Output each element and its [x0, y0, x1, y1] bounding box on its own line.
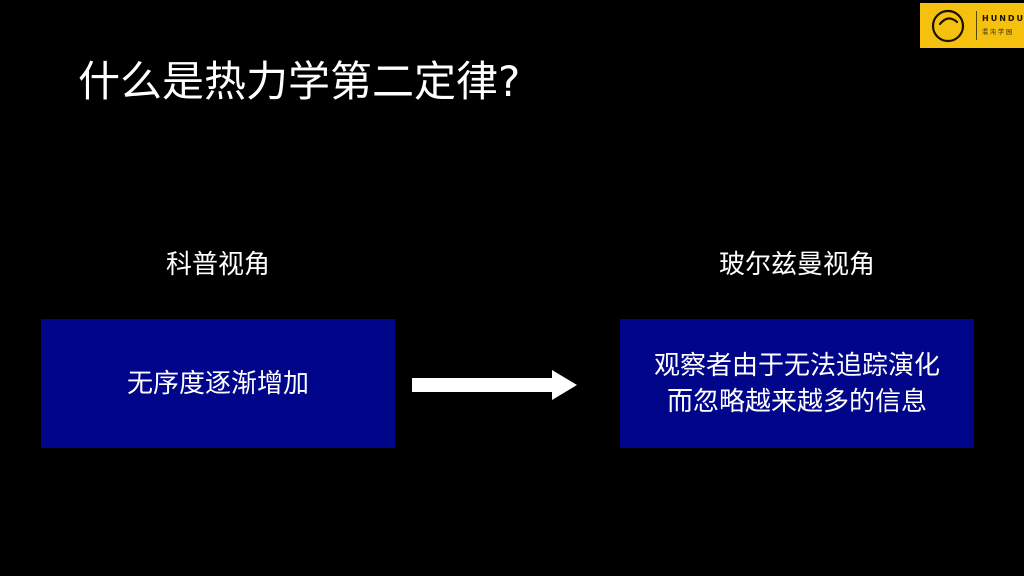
- hundun-circle-logo-icon: [931, 9, 965, 43]
- boltzmann-box-text: 观察者由于无法追踪演化 而忽略越来越多的信息: [654, 348, 940, 420]
- popular-science-box-text: 无序度逐渐增加: [126, 368, 309, 399]
- slide-title: 什么是热力学第二定律?: [78, 57, 521, 106]
- boltzmann-label: 玻尔兹曼视角: [718, 250, 875, 280]
- boltzmann-box-line-1: 观察者由于无法追踪演化: [653, 350, 940, 381]
- hundun-logo: HUNDUN 混沌学园: [920, 3, 1024, 48]
- boltzmann-box-line-2: 而忽略越来越多的信息: [666, 386, 927, 417]
- logo-divider: [976, 11, 977, 40]
- right-arrow-icon: [412, 370, 577, 400]
- boltzmann-box: 观察者由于无法追踪演化 而忽略越来越多的信息: [620, 319, 974, 448]
- popular-science-box: 无序度逐渐增加: [41, 319, 395, 448]
- popular-science-label: 科普视角: [165, 250, 270, 280]
- logo-text-en: HUNDUN: [982, 14, 1024, 23]
- logo-text-cn: 混沌学园: [982, 29, 1015, 36]
